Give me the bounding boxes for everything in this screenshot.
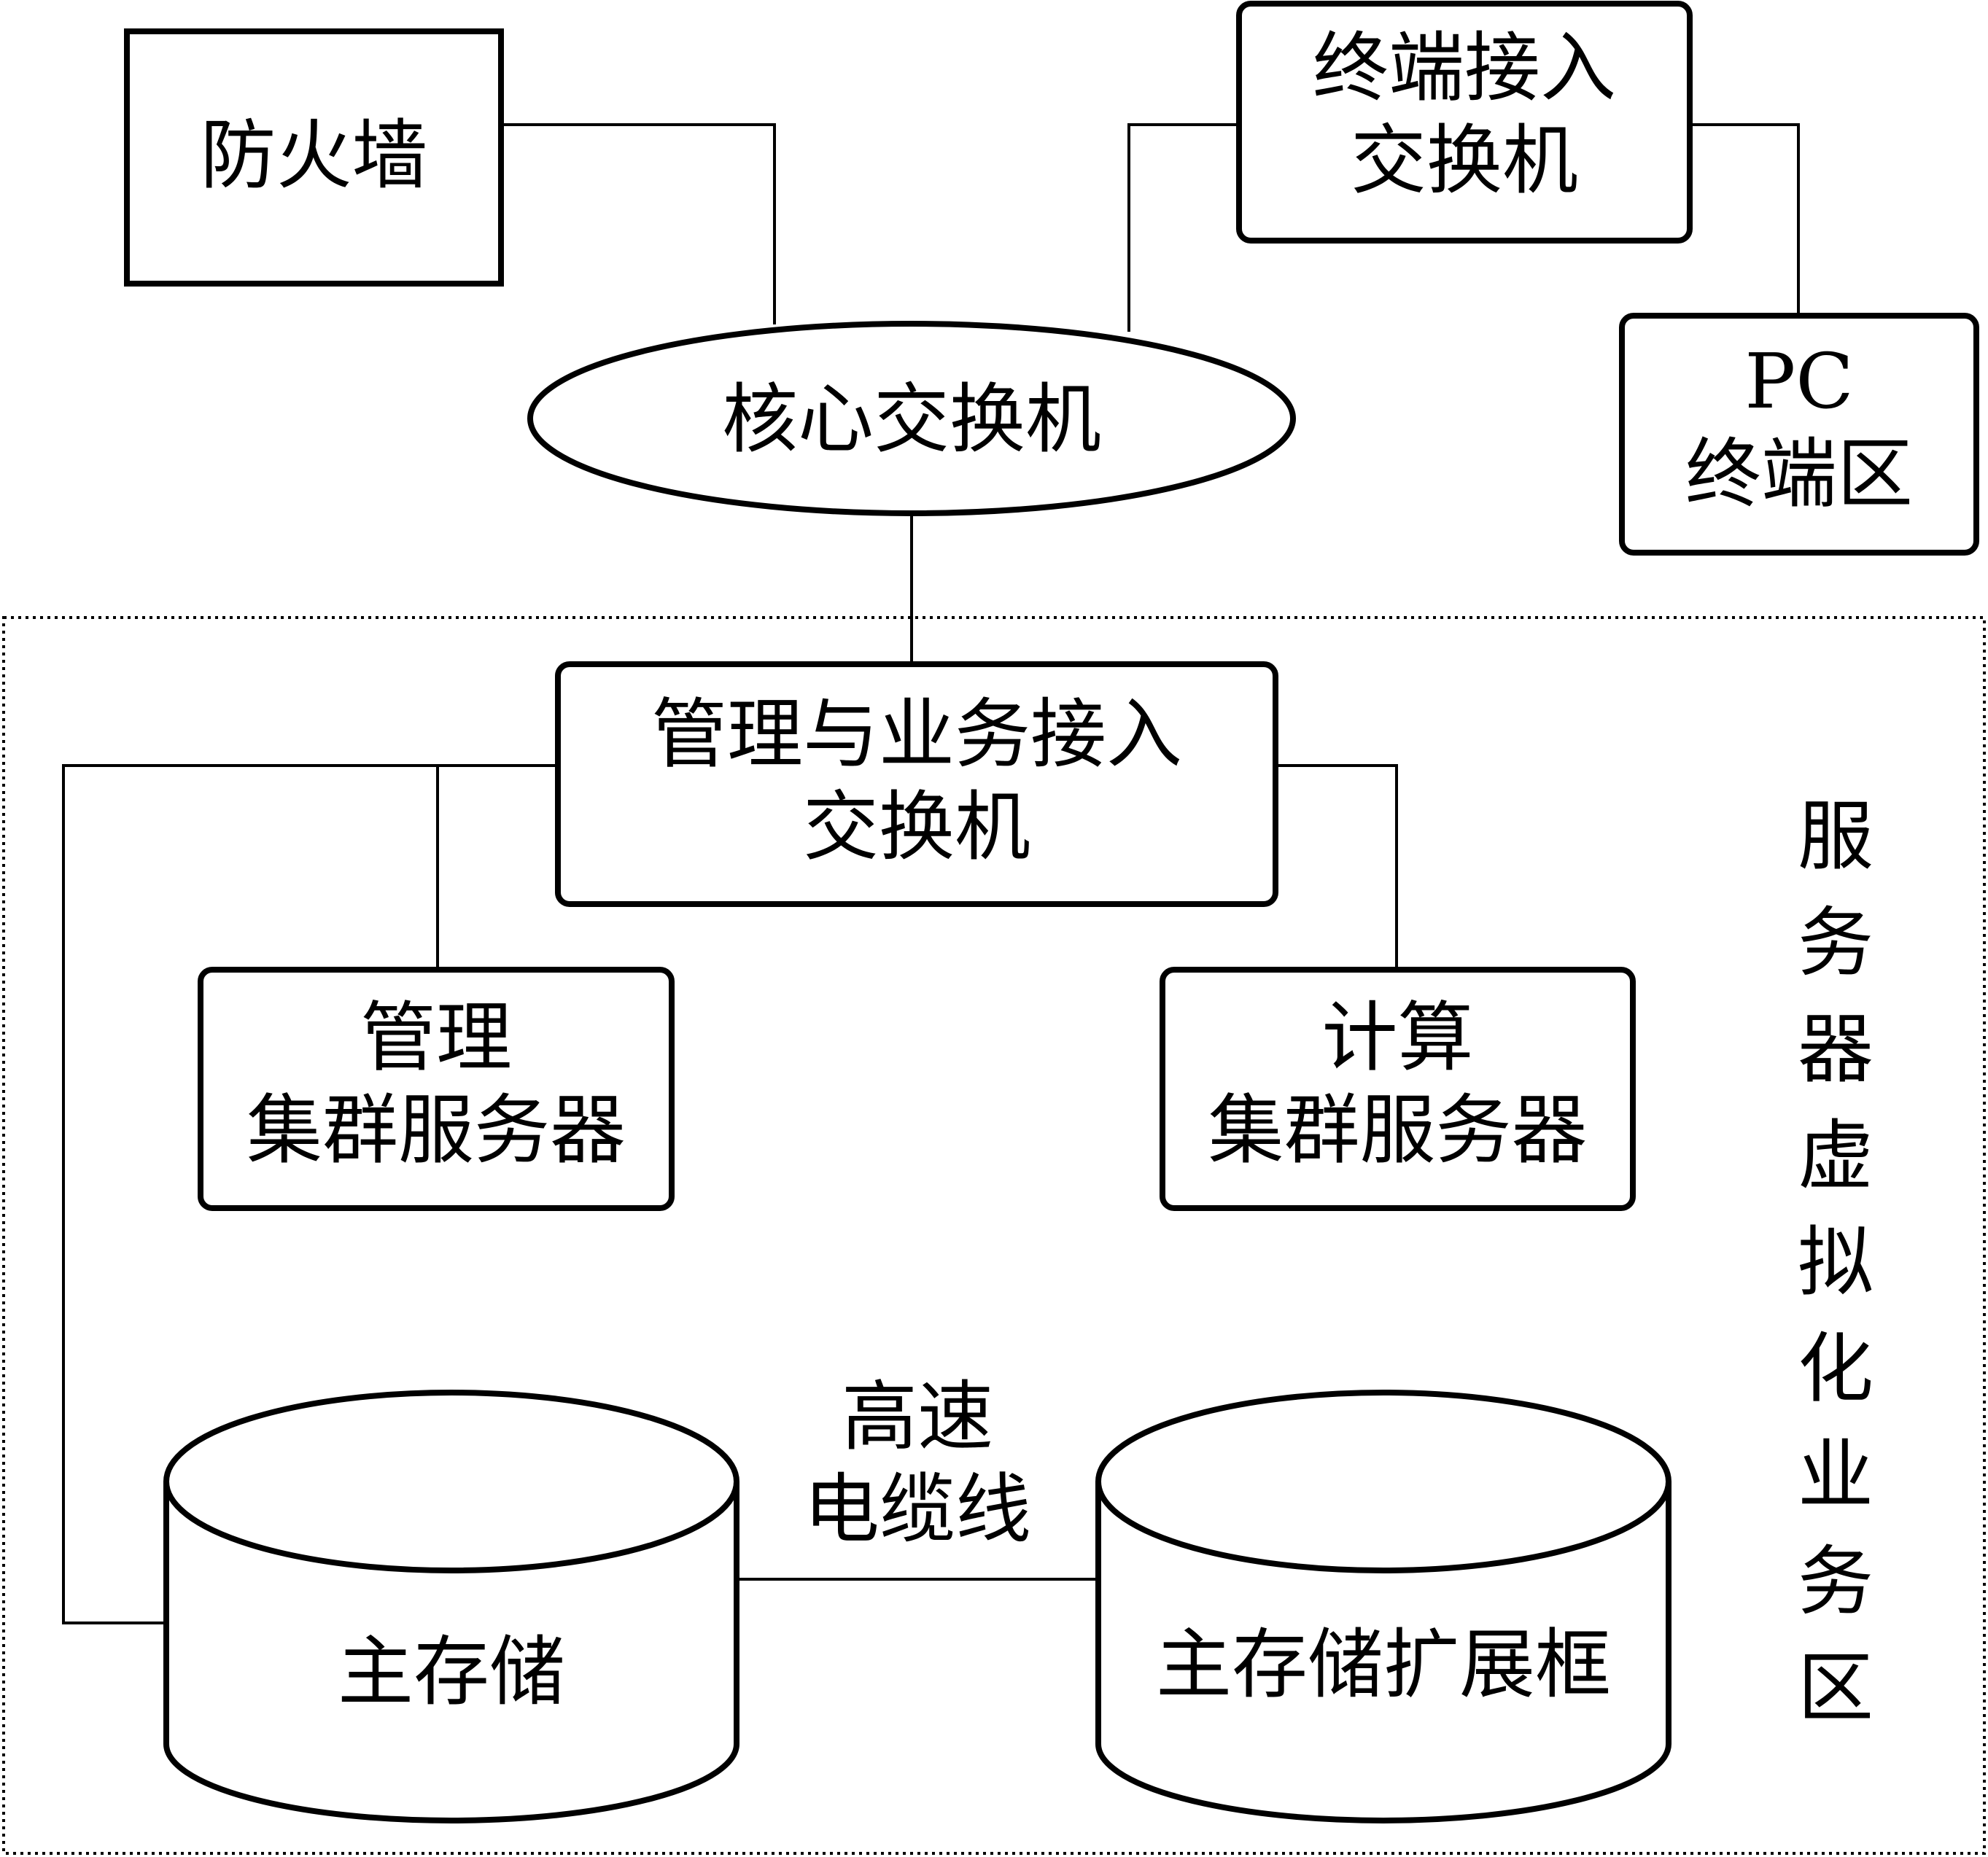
edge-mgmt-switch-main-storage xyxy=(62,764,558,1624)
zone-label-char: 化 xyxy=(1797,1324,1874,1413)
zone-label-char: 业 xyxy=(1797,1430,1874,1519)
terminal-switch-node xyxy=(1236,1,1693,244)
zone-label-char: 务 xyxy=(1797,1537,1874,1626)
edge-core-terminal-switch xyxy=(1127,123,1239,332)
mgmt-service-switch-label: 管理与业务接入 交换机 xyxy=(651,690,1182,871)
main-storage-node xyxy=(163,1390,739,1823)
zone-label-char: 器 xyxy=(1797,1005,1874,1094)
storage-expansion-node xyxy=(1095,1390,1671,1823)
edge-firewall-core xyxy=(501,123,776,324)
storage-expansion-label: 主存储扩展框 xyxy=(1155,1620,1611,1709)
pc-area-label: PC 终端区 xyxy=(1685,337,1913,518)
virtualization-zone-border xyxy=(2,616,1986,1855)
zone-label-char: 区 xyxy=(1797,1643,1874,1732)
zone-label-char: 务 xyxy=(1797,898,1874,987)
pc-area-node xyxy=(1619,313,1979,556)
zone-label-char: 虚 xyxy=(1797,1111,1874,1200)
compute-cluster-label: 计算 集群服务器 xyxy=(1208,993,1588,1175)
main-storage-label: 主存储 xyxy=(337,1627,565,1716)
mgmt-cluster-node xyxy=(198,967,675,1211)
mgmt-cluster-label: 管理 集群服务器 xyxy=(246,993,626,1175)
high-speed-cable-label: 高速 电缆线 xyxy=(803,1372,1031,1554)
firewall-node xyxy=(124,28,504,287)
zone-label-char: 拟 xyxy=(1797,1218,1874,1307)
mgmt-service-switch-node xyxy=(555,661,1278,907)
edge-terminal-switch-pc xyxy=(1690,123,1800,316)
terminal-switch-label: 终端接入 交换机 xyxy=(1312,23,1616,205)
compute-cluster-node xyxy=(1160,967,1636,1211)
zone-label-char: 服 xyxy=(1797,792,1874,881)
firewall-label: 防火墙 xyxy=(200,111,428,200)
core-switch-label: 核心交换机 xyxy=(721,375,1101,464)
core-switch-node xyxy=(527,321,1296,516)
edge-mgmt-switch-compute-cluster xyxy=(1275,764,1398,970)
virtualization-zone-label: 服 务 器 虚 拟 化 业 务 区 xyxy=(1788,798,1883,1756)
